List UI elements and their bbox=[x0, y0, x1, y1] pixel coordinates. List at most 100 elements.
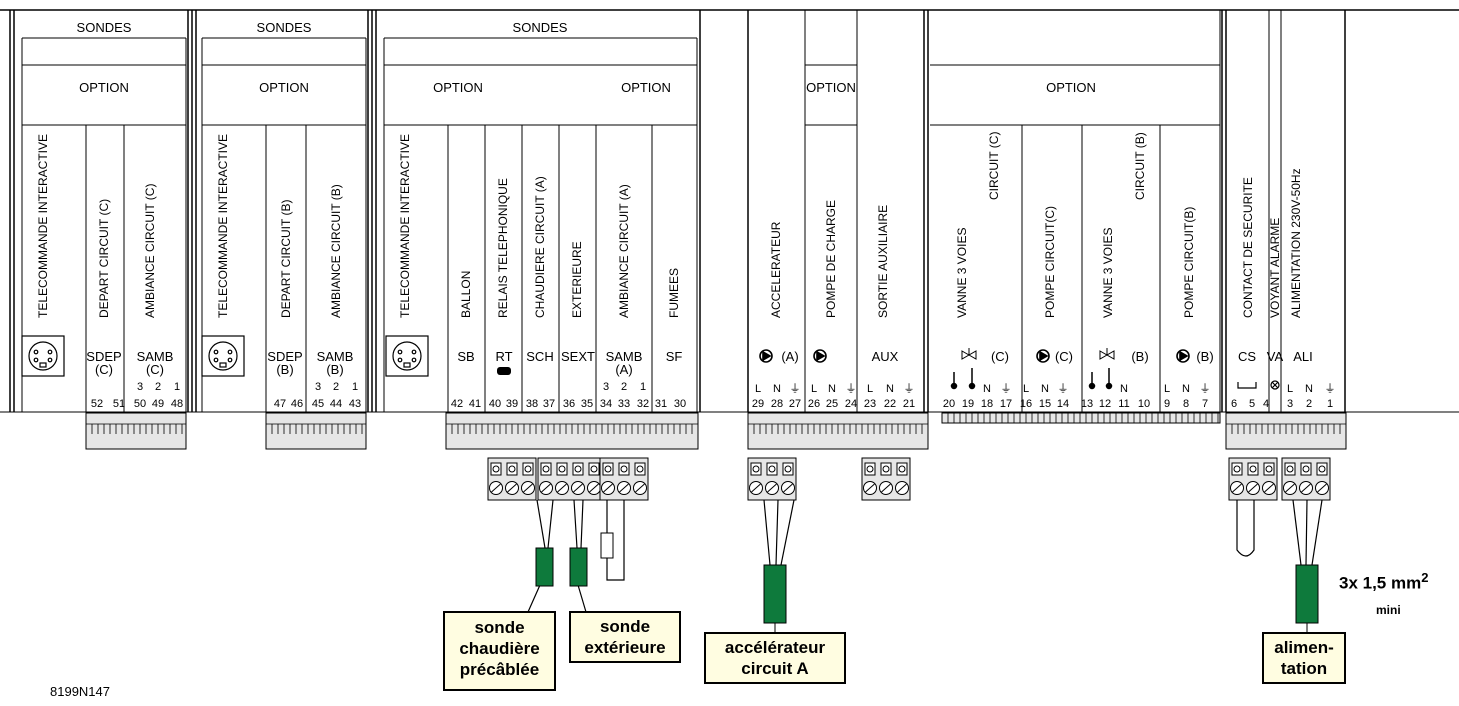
pin-number: 46 bbox=[291, 398, 303, 410]
p5-option-header: OPTION bbox=[1046, 80, 1096, 95]
code-sf: SF bbox=[666, 349, 683, 364]
p5-label-circuit-b: CIRCUIT (B) bbox=[1133, 132, 1147, 200]
callout-line: chaudière bbox=[459, 639, 540, 658]
pin-number: 38 bbox=[526, 398, 538, 410]
pin-number: 13 bbox=[1081, 398, 1093, 410]
pin-sub-label: 2 bbox=[621, 381, 627, 393]
p3-label-fumees: FUMEES bbox=[667, 268, 681, 318]
cables bbox=[527, 499, 1323, 613]
din-connector-icon bbox=[201, 335, 245, 377]
p3-sondes-header: SONDES bbox=[513, 20, 568, 35]
pin-sub-label: 3 bbox=[315, 381, 321, 393]
pin-sub-label: L bbox=[755, 383, 761, 395]
pin-sub-label: 1 bbox=[174, 381, 180, 393]
terminal-codes: SDEP (C) SAMB (C) SDEP (B) SAMB (B) SB R… bbox=[86, 349, 1312, 377]
pin-number: 51 bbox=[113, 398, 125, 410]
pin-number: 16 bbox=[1020, 398, 1032, 410]
p6-label-voyant: VOYANT ALARME bbox=[1268, 218, 1282, 318]
pump-icon bbox=[759, 349, 1190, 363]
pin-number: 30 bbox=[674, 398, 686, 410]
din-connector-icons bbox=[21, 335, 429, 377]
pin-number: 42 bbox=[451, 398, 463, 410]
p5-label-pompe-c: POMPE CIRCUIT(C) bbox=[1043, 206, 1057, 318]
pin-sub-label: 1 bbox=[352, 381, 358, 393]
code-pompe-c: (C) bbox=[1055, 349, 1073, 364]
pin-number: 34 bbox=[600, 398, 612, 410]
p3-option-left: OPTION bbox=[433, 80, 483, 95]
code-pompe-b: (B) bbox=[1196, 349, 1213, 364]
p3-label-exterieure: EXTERIEURE bbox=[570, 241, 584, 318]
code-sch: SCH bbox=[526, 349, 553, 364]
header-rows bbox=[21, 10, 1221, 412]
pin-number: 7 bbox=[1202, 398, 1208, 410]
pin-sub-label: ⏚ bbox=[1200, 382, 1211, 395]
pin-number: 25 bbox=[826, 398, 838, 410]
p3-label-ballon: BALLON bbox=[459, 271, 473, 318]
code-sb: SB bbox=[457, 349, 474, 364]
three-way-valve-icon bbox=[961, 348, 1115, 360]
pin-number: 15 bbox=[1039, 398, 1051, 410]
code-vanne-c: (C) bbox=[991, 349, 1009, 364]
code-samb-c-sub: (C) bbox=[146, 362, 164, 377]
pin-number: 36 bbox=[563, 398, 575, 410]
pin-number: 1 bbox=[1327, 398, 1333, 410]
pin-number: 40 bbox=[489, 398, 501, 410]
pin-number: 44 bbox=[330, 398, 342, 410]
drawing-code: 8199N147 bbox=[50, 684, 110, 699]
p5-label-vanne-b: VANNE 3 VOIES bbox=[1101, 228, 1115, 318]
p2-sondes-header: SONDES bbox=[257, 20, 312, 35]
pin-number: 20 bbox=[943, 398, 955, 410]
callout-line: tation bbox=[1280, 659, 1328, 678]
code-a: (A) bbox=[781, 349, 798, 364]
pin-number: 32 bbox=[637, 398, 649, 410]
pin-number: 28 bbox=[771, 398, 783, 410]
pin-sub-label: ⏚ bbox=[790, 382, 801, 395]
pin-number: 49 bbox=[152, 398, 164, 410]
p2-option-header: OPTION bbox=[259, 80, 309, 95]
pin-sub-label: ⏚ bbox=[846, 382, 857, 395]
pin-sub-label: N bbox=[773, 383, 781, 395]
callout-alimentation: alimen- tation bbox=[1262, 632, 1346, 684]
pin-number: 4 bbox=[1263, 398, 1269, 410]
pin-number: 52 bbox=[91, 398, 103, 410]
pin-sub-label: L bbox=[867, 383, 873, 395]
pin-sub-label: 2 bbox=[155, 381, 161, 393]
p2-label-ambiance: AMBIANCE CIRCUIT (B) bbox=[329, 184, 343, 318]
cable-spec-main: 3x 1,5 mm bbox=[1339, 573, 1422, 593]
pin-sub-label: L bbox=[1287, 383, 1293, 395]
pin-sub-label: N bbox=[1120, 383, 1128, 395]
code-va: VA bbox=[1267, 349, 1284, 364]
pin-number: 37 bbox=[543, 398, 555, 410]
pin-number: 6 bbox=[1231, 398, 1237, 410]
pin-sub-label: ⏚ bbox=[904, 382, 915, 395]
callout-line: sonde bbox=[474, 618, 525, 637]
p3-label-relais: RELAIS TELEPHONIQUE bbox=[496, 178, 510, 318]
code-sdep-c: SDEP bbox=[86, 349, 121, 364]
column-dividers bbox=[85, 10, 1282, 412]
pin-number: 29 bbox=[752, 398, 764, 410]
pin-sub-label: ⏚ bbox=[1325, 382, 1336, 395]
screw-terminal-plug bbox=[1281, 457, 1331, 501]
panel-frame bbox=[0, 9, 1459, 413]
pin-number: 14 bbox=[1057, 398, 1069, 410]
p4-option-header: OPTION bbox=[806, 80, 856, 95]
code-sext: SEXT bbox=[561, 349, 595, 364]
p4-label-accelerateur: ACCELERATEUR bbox=[769, 221, 783, 318]
callout-line: précâblée bbox=[459, 660, 540, 679]
pin-number: 33 bbox=[618, 398, 630, 410]
code-samb-b: SAMB bbox=[317, 349, 354, 364]
pin-sub-label: L bbox=[811, 383, 817, 395]
pin-number: 9 bbox=[1164, 398, 1170, 410]
p1-label-depart: DEPART CIRCUIT (C) bbox=[97, 199, 111, 318]
callout-sonde-chaudiere: sonde chaudière précâblée bbox=[443, 611, 556, 691]
pin-number: 3 bbox=[1287, 398, 1293, 410]
code-sdep-b: SDEP bbox=[267, 349, 302, 364]
pin-sub-label: L bbox=[1164, 383, 1170, 395]
p4-label-pompe-charge: POMPE DE CHARGE bbox=[824, 200, 838, 318]
pin-number: 50 bbox=[134, 398, 146, 410]
p2-label-telecommande: TELECOMMANDE INTERACTIVE bbox=[216, 134, 230, 318]
callout-line: extérieure bbox=[584, 638, 666, 657]
pin-number: 8 bbox=[1183, 398, 1189, 410]
